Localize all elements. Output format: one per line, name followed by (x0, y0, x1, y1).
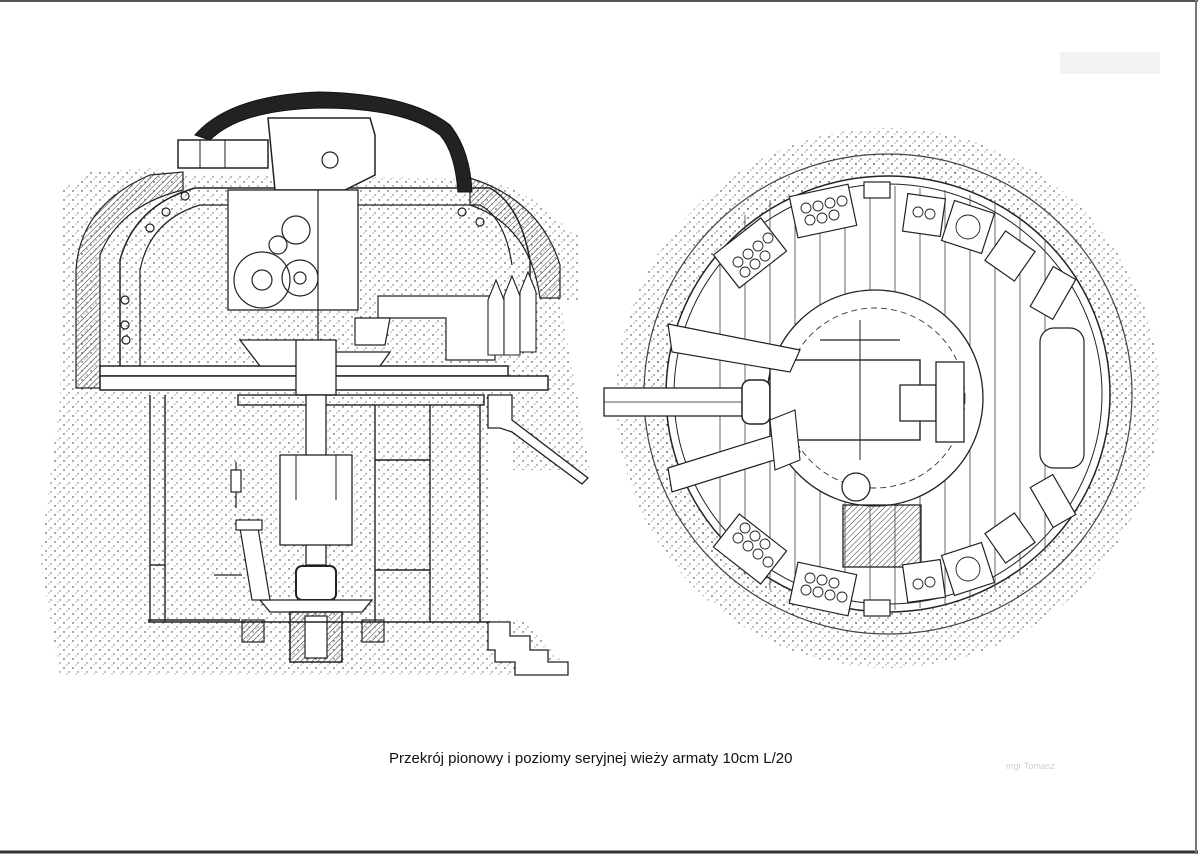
vertical-section (40, 91, 590, 676)
faint-footnote: mgr Tomasz (1006, 761, 1055, 771)
caption: Przekrój pionowy i poziomy seryjnej wież… (389, 750, 793, 767)
horizontal-section (603, 128, 1160, 668)
